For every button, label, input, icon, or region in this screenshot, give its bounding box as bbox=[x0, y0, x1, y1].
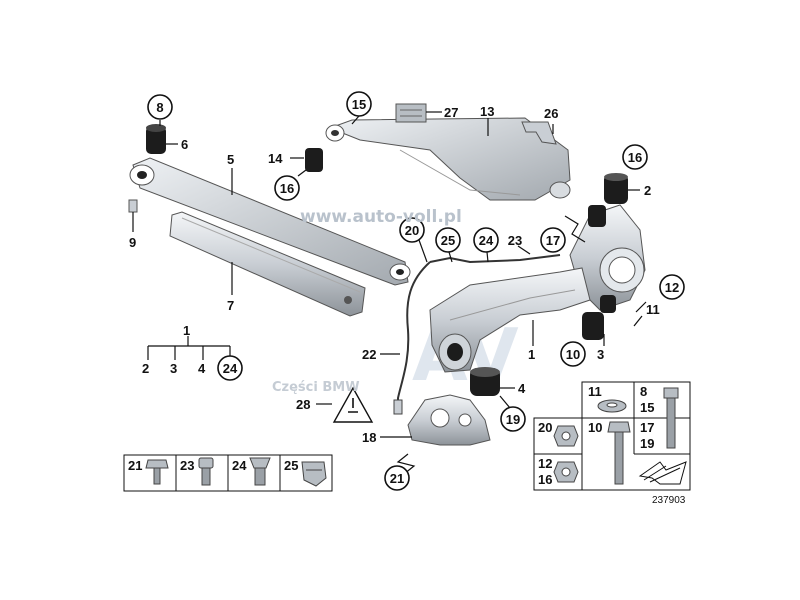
callout-2-kit: 2 bbox=[142, 361, 149, 376]
callout-16-right: 16 bbox=[628, 150, 642, 165]
callout-20: 20 bbox=[405, 223, 419, 238]
leader-lines bbox=[132, 111, 647, 475]
fastener-kit-box: 21 23 24 25 bbox=[123, 454, 333, 492]
watermark-url: www.auto-voll.pl bbox=[300, 207, 462, 227]
callout-22: 22 bbox=[362, 347, 376, 362]
hw-label-10: 10 bbox=[588, 420, 602, 435]
clip-25-icon bbox=[301, 461, 327, 487]
callout-labels: 6 5 9 7 27 13 26 14 2 1 2 3 4 22 1 3 4 2… bbox=[129, 104, 660, 445]
bracket-18 bbox=[407, 394, 491, 446]
callout-14: 14 bbox=[268, 151, 283, 166]
hardware-box: 11 8 15 17 19 20 10 12 16 bbox=[533, 381, 691, 491]
callout-9: 9 bbox=[129, 235, 136, 250]
callout-10: 10 bbox=[566, 347, 580, 362]
hw-label-20: 20 bbox=[538, 420, 552, 435]
sensor-wire-22 bbox=[393, 254, 561, 415]
watermark-shop: Części BMW bbox=[272, 380, 360, 395]
trailing-arm-1 bbox=[429, 267, 591, 373]
callout-19: 19 bbox=[506, 412, 520, 427]
callout-4-kit: 4 bbox=[198, 361, 206, 376]
nut-12-icon bbox=[553, 461, 579, 483]
callout-16-left: 16 bbox=[280, 181, 294, 196]
hw-label-17: 17 bbox=[640, 420, 654, 435]
bracket-27 bbox=[395, 103, 427, 123]
bushing-6 bbox=[146, 124, 166, 154]
bolt-23-icon bbox=[198, 457, 214, 486]
hw-label-11: 11 bbox=[588, 384, 602, 399]
clip-26 bbox=[521, 121, 557, 145]
cover-plate-7 bbox=[169, 211, 366, 317]
bushing-2-upper bbox=[604, 173, 628, 204]
callout-5: 5 bbox=[227, 152, 234, 167]
callout-6: 6 bbox=[181, 137, 188, 152]
catalog-number: 237903 bbox=[652, 495, 686, 506]
control-arm-13 bbox=[325, 117, 571, 201]
bolt-21-icon bbox=[145, 459, 169, 485]
callout-3-kit: 3 bbox=[170, 361, 177, 376]
arrow-icon bbox=[638, 461, 687, 485]
callout-24-kit: 24 bbox=[223, 361, 238, 376]
kit-label-25: 25 bbox=[284, 458, 298, 473]
callout-2-upper: 2 bbox=[644, 183, 651, 198]
callout-25: 25 bbox=[441, 233, 455, 248]
bushing-14 bbox=[305, 148, 323, 172]
bolt-10-icon bbox=[607, 421, 631, 485]
callout-23: 23 bbox=[508, 233, 522, 248]
hw-label-16: 16 bbox=[538, 472, 552, 487]
kit-label-21: 21 bbox=[128, 458, 142, 473]
callout-21: 21 bbox=[390, 471, 404, 486]
screw-9 bbox=[128, 199, 138, 213]
nut-20-icon bbox=[553, 425, 579, 447]
callout-11: 11 bbox=[646, 302, 660, 317]
callout-15: 15 bbox=[352, 97, 366, 112]
kit-label-23: 23 bbox=[180, 458, 194, 473]
bushing-4 bbox=[470, 367, 500, 396]
bolt-8-icon bbox=[663, 387, 679, 449]
link-arm-5 bbox=[129, 157, 411, 286]
hw-label-12: 12 bbox=[538, 456, 552, 471]
washer-11-icon bbox=[597, 399, 627, 413]
callout-28: 28 bbox=[296, 397, 310, 412]
callout-17: 17 bbox=[546, 233, 560, 248]
callout-4-arm: 4 bbox=[518, 381, 526, 396]
callout-13: 13 bbox=[480, 104, 494, 119]
callout-24: 24 bbox=[479, 233, 494, 248]
hw-label-8: 8 bbox=[640, 384, 647, 399]
callout-8: 8 bbox=[156, 100, 163, 115]
callout-26: 26 bbox=[544, 106, 558, 121]
circled-callouts: 8 15 16 16 20 25 24 23 17 12 24 10 19 21 bbox=[147, 91, 685, 491]
callout-12: 12 bbox=[665, 280, 679, 295]
callout-1-arm: 1 bbox=[528, 347, 535, 362]
warning-triangle-icon bbox=[332, 386, 374, 423]
kit-bracket-1 bbox=[147, 336, 231, 360]
wheel-carrier bbox=[569, 204, 646, 313]
hw-label-15: 15 bbox=[640, 400, 654, 415]
hw-label-19: 19 bbox=[640, 436, 654, 451]
bushing-3-right bbox=[582, 312, 604, 340]
callout-27: 27 bbox=[444, 105, 458, 120]
callout-7: 7 bbox=[227, 298, 234, 313]
kit-label-24: 24 bbox=[232, 458, 247, 473]
sleeve-24-icon bbox=[249, 457, 271, 486]
callout-3-right: 3 bbox=[597, 347, 604, 362]
callout-1-kit: 1 bbox=[183, 323, 190, 338]
callout-18: 18 bbox=[362, 430, 376, 445]
